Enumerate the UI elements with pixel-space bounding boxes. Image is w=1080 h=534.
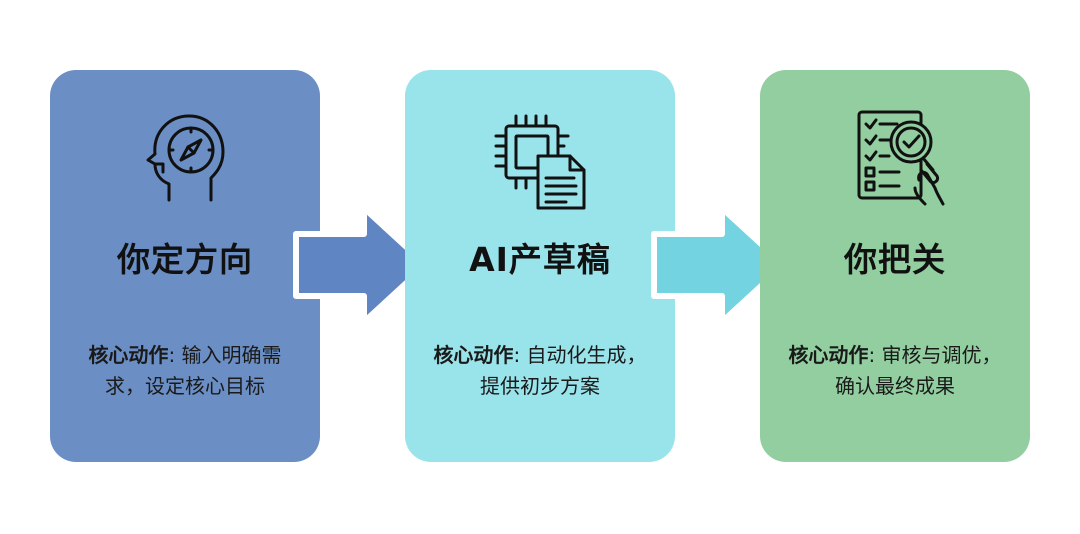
step-description: 核心动作: 审核与调优，确认最终成果: [782, 340, 1008, 402]
step-title: AI产草稿: [469, 240, 611, 279]
checklist-magnifier-icon: [839, 104, 951, 216]
step-label: 核心动作: [433, 343, 514, 367]
right-arrow-icon: [292, 202, 432, 328]
step-card-ai-draft: AI产草稿 核心动作: 自动化生成，提供初步方案: [405, 70, 675, 462]
step-label: 核心动作: [788, 343, 869, 367]
head-compass-icon: [129, 104, 241, 216]
step-description: 核心动作: 输入明确需求，设定核心目标: [72, 340, 298, 402]
step-card-review: 你把关 核心动作: 审核与调优，确认最终成果: [760, 70, 1030, 462]
step-text: : 审核与调优，确认最终成果: [835, 343, 1002, 398]
right-arrow-icon: [650, 202, 790, 328]
step-title: 你把关: [844, 240, 946, 279]
step-card-direction: 你定方向 核心动作: 输入明确需求，设定核心目标: [50, 70, 320, 462]
chip-document-icon: [484, 104, 596, 216]
step-text: : 输入明确需求，设定核心目标: [105, 343, 282, 398]
step-description: 核心动作: 自动化生成，提供初步方案: [427, 340, 653, 402]
step-title: 你定方向: [117, 240, 253, 279]
step-text: : 自动化生成，提供初步方案: [480, 343, 647, 398]
step-label: 核心动作: [88, 343, 169, 367]
